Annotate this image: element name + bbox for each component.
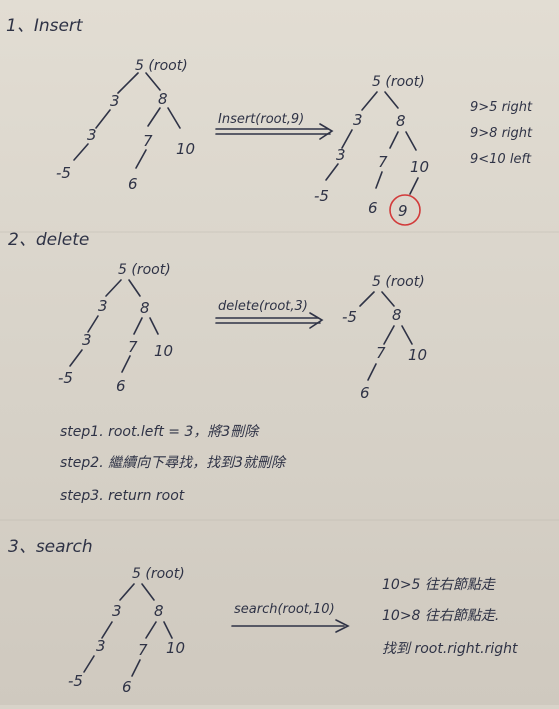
note-line: 10>8 往右節點走. <box>382 608 499 624</box>
tree-node: 10 <box>410 158 429 176</box>
tree-node-root: 5 (root) <box>372 274 425 290</box>
tree-node: 8 <box>392 306 402 324</box>
tree-node: 3 <box>98 297 108 315</box>
tree-node: 10 <box>408 346 427 364</box>
search-operation: search(root,10) <box>231 602 350 633</box>
operation-label: Insert(root,9) <box>218 112 304 127</box>
tree-node: 7 <box>376 344 386 362</box>
delete-after-tree: 5 (root) -5 8 7 10 6 <box>342 274 427 402</box>
tree-node: 10 <box>166 639 185 657</box>
tree-node: 3 <box>353 111 363 129</box>
tree-node: 8 <box>154 602 164 620</box>
tree-node: 7 <box>138 641 148 659</box>
tree-node: 3 <box>336 146 346 164</box>
delete-operation: delete(root,3) <box>215 299 324 329</box>
tree-node: 7 <box>378 153 388 171</box>
delete-steps: step1. root.left = 3，將3刪除 step2. 繼續向下尋找，… <box>60 424 287 504</box>
note-line: 找到 root.right.right <box>382 641 518 657</box>
tree-node: -5 <box>56 164 71 182</box>
delete-before-tree: 5 (root) 3 8 3 7 10 -5 6 <box>58 262 173 395</box>
tree-node: 7 <box>143 132 153 150</box>
note-line: 9<10 left <box>470 152 532 167</box>
tree-node: -5 <box>58 369 73 387</box>
tree-node: 10 <box>154 342 173 360</box>
tree-node-root: 5 (root) <box>372 74 425 90</box>
tree-node: 3 <box>110 92 120 110</box>
operation-label: search(root,10) <box>234 602 335 617</box>
note-line: 10>5 往右節點走 <box>382 577 496 593</box>
tree-node: -5 <box>68 672 83 690</box>
tree-node: 6 <box>360 384 370 402</box>
tree-node: 6 <box>122 678 132 696</box>
note-line: 9>8 right <box>470 126 533 141</box>
tree-node: 8 <box>140 299 150 317</box>
tree-node: 10 <box>176 140 195 158</box>
insert-operation: Insert(root,9) <box>215 112 334 140</box>
step-line: step1. root.left = 3，將3刪除 <box>60 424 260 440</box>
insert-notes: 9>5 right 9>8 right 9<10 left <box>470 100 533 167</box>
operation-label: delete(root,3) <box>218 299 308 314</box>
step-line: step3. return root <box>60 488 185 504</box>
section-heading-insert: 1、Insert <box>6 16 84 36</box>
tree-node-root: 5 (root) <box>135 58 188 74</box>
tree-node: 3 <box>87 126 97 144</box>
tree-node: 3 <box>96 637 106 655</box>
section-heading-search: 3、search <box>8 537 93 557</box>
tree-node: 3 <box>82 331 92 349</box>
tree-node: 8 <box>396 112 406 130</box>
tree-node: 6 <box>128 175 138 193</box>
inserted-node-highlight <box>389 194 421 226</box>
note-line: 9>5 right <box>470 100 533 115</box>
tree-node: -5 <box>342 308 357 326</box>
tree-node: 6 <box>116 377 126 395</box>
tree-node-root: 5 (root) <box>132 566 185 582</box>
tree-node-root: 5 (root) <box>118 262 171 278</box>
insert-after-tree: 5 (root) 3 8 3 7 10 -5 6 9 <box>314 74 429 226</box>
tree-node: 8 <box>158 90 168 108</box>
search-notes: 10>5 往右節點走 10>8 往右節點走. 找到 root.right.rig… <box>382 577 518 657</box>
insert-before-tree: 5 (root) 3 8 3 7 10 -5 6 <box>56 58 195 193</box>
tree-node-inserted: 9 <box>398 202 408 220</box>
tree-node: -5 <box>314 187 329 205</box>
section-heading-delete: 2、delete <box>8 230 89 250</box>
ruled-lines <box>0 231 559 521</box>
tree-node: 6 <box>368 199 378 217</box>
search-tree: 5 (root) 3 8 3 7 10 -5 6 <box>68 566 185 696</box>
tree-node: 7 <box>128 338 138 356</box>
tree-node: 3 <box>112 602 122 620</box>
step-line: step2. 繼續向下尋找，找到3就刪除 <box>60 455 287 471</box>
